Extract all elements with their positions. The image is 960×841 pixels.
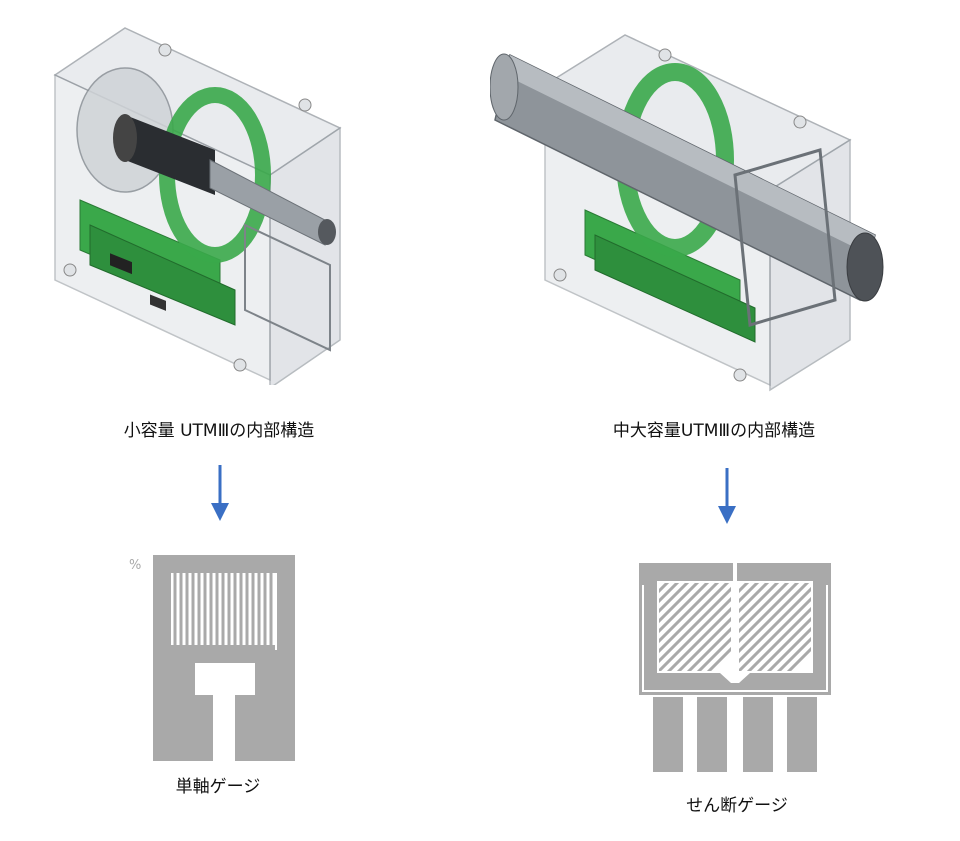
large-utm-title: 中大容量UTMⅢの内部構造 [612, 421, 816, 441]
uniaxial-gauge-label: 単軸ゲージ [175, 777, 261, 797]
svg-text:%: % [728, 670, 738, 683]
down-arrow-icon [210, 465, 230, 523]
small-utm-title: 小容量 UTMⅢの内部構造 [123, 421, 315, 441]
small-utm-illustration [40, 10, 360, 385]
large-utm-illustration [490, 10, 890, 395]
svg-text:%: % [129, 558, 141, 573]
shear-gauge-label: せん断ゲージ [686, 796, 788, 816]
down-arrow-icon [717, 468, 737, 526]
uniaxial-gauge-illustration: % [125, 545, 300, 765]
shear-gauge-illustration: % [635, 555, 835, 775]
